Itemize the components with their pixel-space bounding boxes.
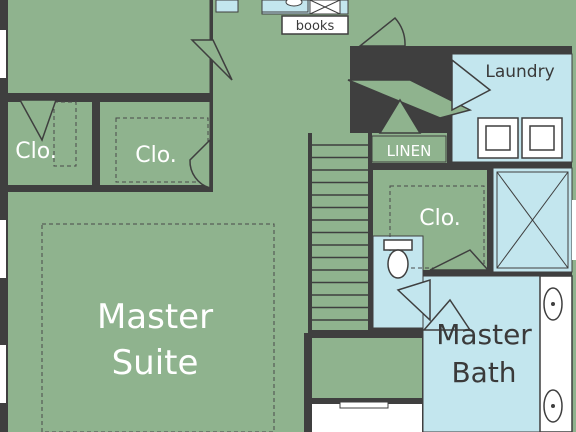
door-hall-right (347, 79, 473, 119)
washer (477, 117, 519, 159)
master-suite-room (8, 192, 304, 432)
books-cabinet-x2 (309, 0, 341, 15)
laundry-appliances (477, 117, 563, 159)
window-3 (0, 345, 6, 403)
window-marks (0, 30, 576, 403)
window-4 (572, 200, 576, 260)
dashed-outlines (41, 101, 485, 432)
door-swings (18, 16, 490, 271)
master-suite-label-1: Master (97, 297, 213, 337)
room-top-left (8, 0, 210, 93)
door-top-right (357, 16, 406, 47)
books-label: books (296, 19, 335, 34)
master-bath-label-1: Master (436, 318, 532, 351)
shower-fixture (496, 171, 569, 269)
books-shelf (215, 0, 349, 35)
closet-bath-dash (389, 185, 485, 269)
green-rooms (8, 0, 576, 432)
bottom-fixture (339, 401, 389, 409)
door-suite (189, 138, 211, 190)
master-suite-dash (41, 223, 275, 432)
washer-lid (485, 125, 511, 151)
door-laundry (451, 58, 492, 112)
dryer (521, 117, 563, 159)
closet-left-dash (53, 101, 77, 167)
stair-treads (312, 144, 368, 321)
toilet-fixture (383, 239, 413, 279)
bottom-opening (312, 404, 422, 432)
linen-box (371, 135, 447, 163)
door-hall-left (190, 39, 233, 81)
master-suite-label-2: Suite (112, 343, 199, 383)
linen-label: LINEN (387, 142, 432, 160)
sink-bottom-drain (551, 404, 555, 408)
door-closet-bath (429, 249, 490, 271)
landing (312, 338, 422, 398)
books-top-left-blue (215, 0, 239, 13)
closet-left-label: Clo. (15, 139, 57, 164)
toilet-bowl (387, 249, 409, 279)
wet-door-swings (396, 58, 492, 331)
books-top-fixture (285, 0, 303, 7)
window-2 (0, 220, 6, 278)
books-box (281, 15, 349, 35)
vanity (539, 275, 573, 432)
master-bath-label-2: Bath (451, 356, 516, 389)
closet-mid-label: Clo. (135, 143, 177, 168)
sink-top-drain (551, 302, 555, 306)
door-toilet (396, 278, 431, 322)
window-1 (0, 30, 6, 78)
stair-well (312, 133, 368, 330)
shower-diag-2 (496, 171, 569, 269)
door-closet-left (18, 99, 58, 142)
door-linen (378, 98, 422, 134)
staircase (312, 133, 368, 330)
closet-mid-dash (115, 117, 209, 183)
door-bath (422, 298, 472, 331)
laundry-label: Laundry (485, 62, 554, 82)
toilet-tank (383, 239, 413, 251)
closet-bath-label: Clo. (419, 206, 461, 231)
dryer-lid (529, 125, 555, 151)
